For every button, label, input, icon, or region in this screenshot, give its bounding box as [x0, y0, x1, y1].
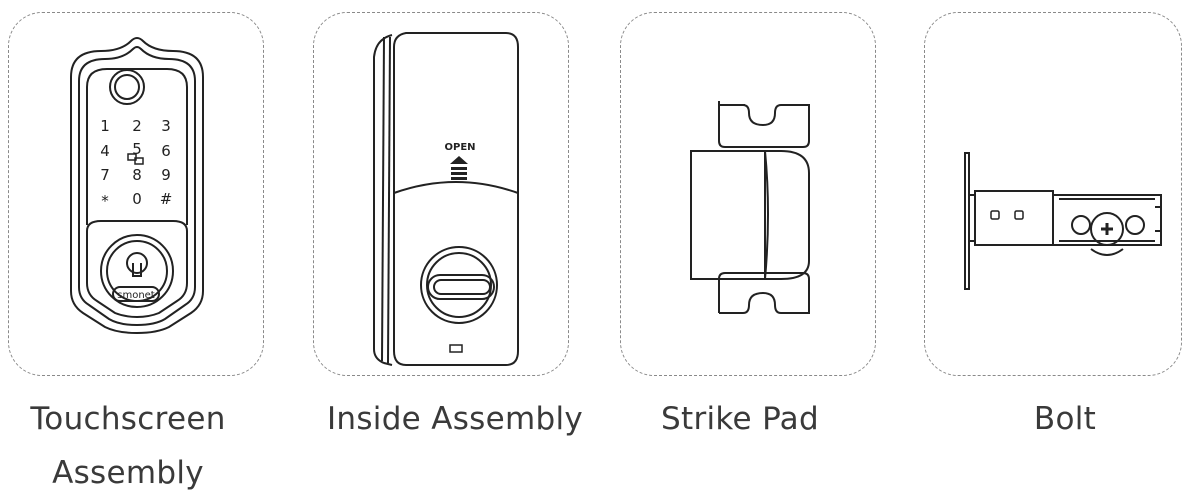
caption-line: Inside Assembly — [326, 401, 584, 437]
inside-assembly-illustration: OPEN — [373, 32, 519, 366]
strike-pad-panel — [620, 12, 876, 376]
keypad-key: 6 — [161, 142, 171, 160]
strike-pad-caption: Strike Pad — [620, 392, 860, 446]
inside-assembly-caption: Inside Assembly — [313, 392, 597, 446]
keypad-key: 8 — [132, 166, 142, 184]
inside-assembly-panel: OPEN — [313, 12, 569, 376]
keypad-key: # — [160, 190, 173, 208]
keypad-key: 3 — [161, 117, 171, 135]
keypad-key: * — [101, 192, 109, 210]
caption-line: Touchscreen — [30, 401, 226, 437]
caption-line: Assembly — [52, 455, 204, 491]
keypad-key: 2 — [132, 117, 142, 135]
bolt-caption: Bolt — [980, 392, 1150, 446]
strike-pad-illustration — [690, 101, 810, 314]
keypad-key: 4 — [100, 142, 110, 160]
keypad-key: 0 — [132, 190, 142, 208]
touchscreen-assembly-panel: 1 2 3 4 5 6 7 8 9 * 0 # smonet — [8, 12, 264, 376]
caption-line: Strike Pad — [661, 401, 819, 437]
caption-line: Bolt — [1033, 401, 1097, 437]
bolt-illustration — [964, 152, 1162, 290]
touchscreen-assembly-illustration: 1 2 3 4 5 6 7 8 9 * 0 # smonet — [70, 37, 204, 335]
keypad-key: 5 — [132, 140, 142, 158]
touchscreen-assembly-caption: Touchscreen Assembly — [8, 392, 248, 500]
keypad-key: 9 — [161, 166, 171, 184]
bolt-panel — [924, 12, 1182, 376]
keypad-key: 1 — [100, 117, 110, 135]
keypad-key: 7 — [100, 166, 110, 184]
open-label: OPEN — [444, 142, 475, 153]
brand-logo-text: smonet — [117, 290, 155, 301]
